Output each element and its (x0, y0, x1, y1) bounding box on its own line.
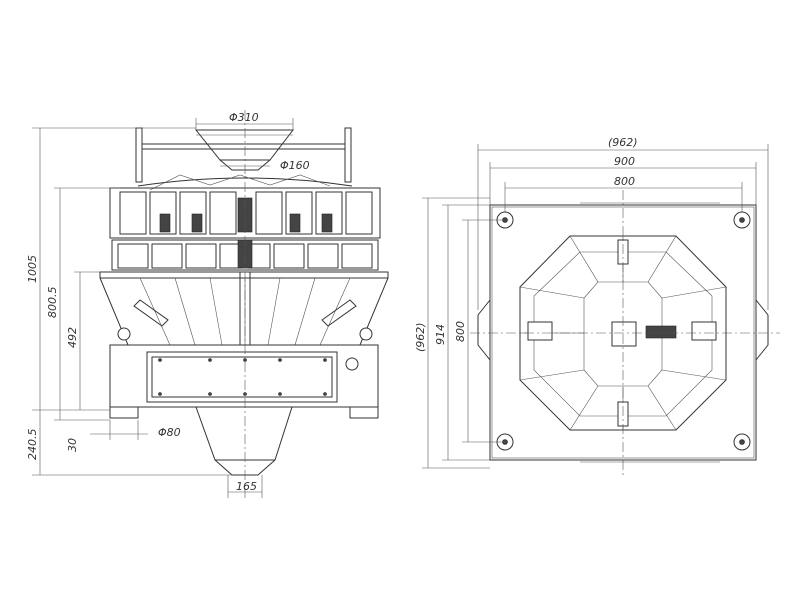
top-feed-hopper (194, 129, 295, 171)
discharge-funnel (99, 271, 389, 346)
dim-frame-depth: 914 (434, 324, 447, 345)
outlet-chute (195, 406, 293, 476)
dim-top-outlet-dia: Φ160 (280, 159, 310, 172)
front-view: Φ310 Φ160 1005 800.5 492 240.5 3 (26, 110, 389, 500)
dim-outlet-width: 165 (236, 480, 257, 493)
dim-overall-height: 1005 (26, 255, 39, 283)
dim-top-hopper-dia: Φ310 (229, 111, 259, 124)
dim-overall-depth: (962) (414, 322, 427, 352)
top-dimensions: (962) 900 800 (962) 914 8 (414, 136, 769, 469)
dim-inner-depth: 800 (454, 321, 467, 342)
dim-foot-dia: Φ80 (158, 426, 181, 439)
dim-frame-width: 900 (614, 155, 635, 168)
top-crossbar (135, 127, 352, 183)
top-view: (962) 900 800 (962) 914 8 (414, 136, 780, 475)
base-frame (109, 344, 379, 408)
dim-overall-width: (962) (608, 136, 638, 149)
dim-lower-height: 240.5 (26, 429, 39, 461)
upper-bucket-row (109, 187, 381, 239)
front-dimensions: Φ310 Φ160 1005 800.5 492 240.5 3 (26, 111, 310, 498)
dim-upper-height: 800.5 (46, 287, 59, 319)
dim-mid-height: 492 (66, 327, 79, 348)
feet (109, 406, 379, 419)
dim-foot-height: 30 (66, 438, 79, 452)
dim-inner-width: 800 (614, 175, 635, 188)
